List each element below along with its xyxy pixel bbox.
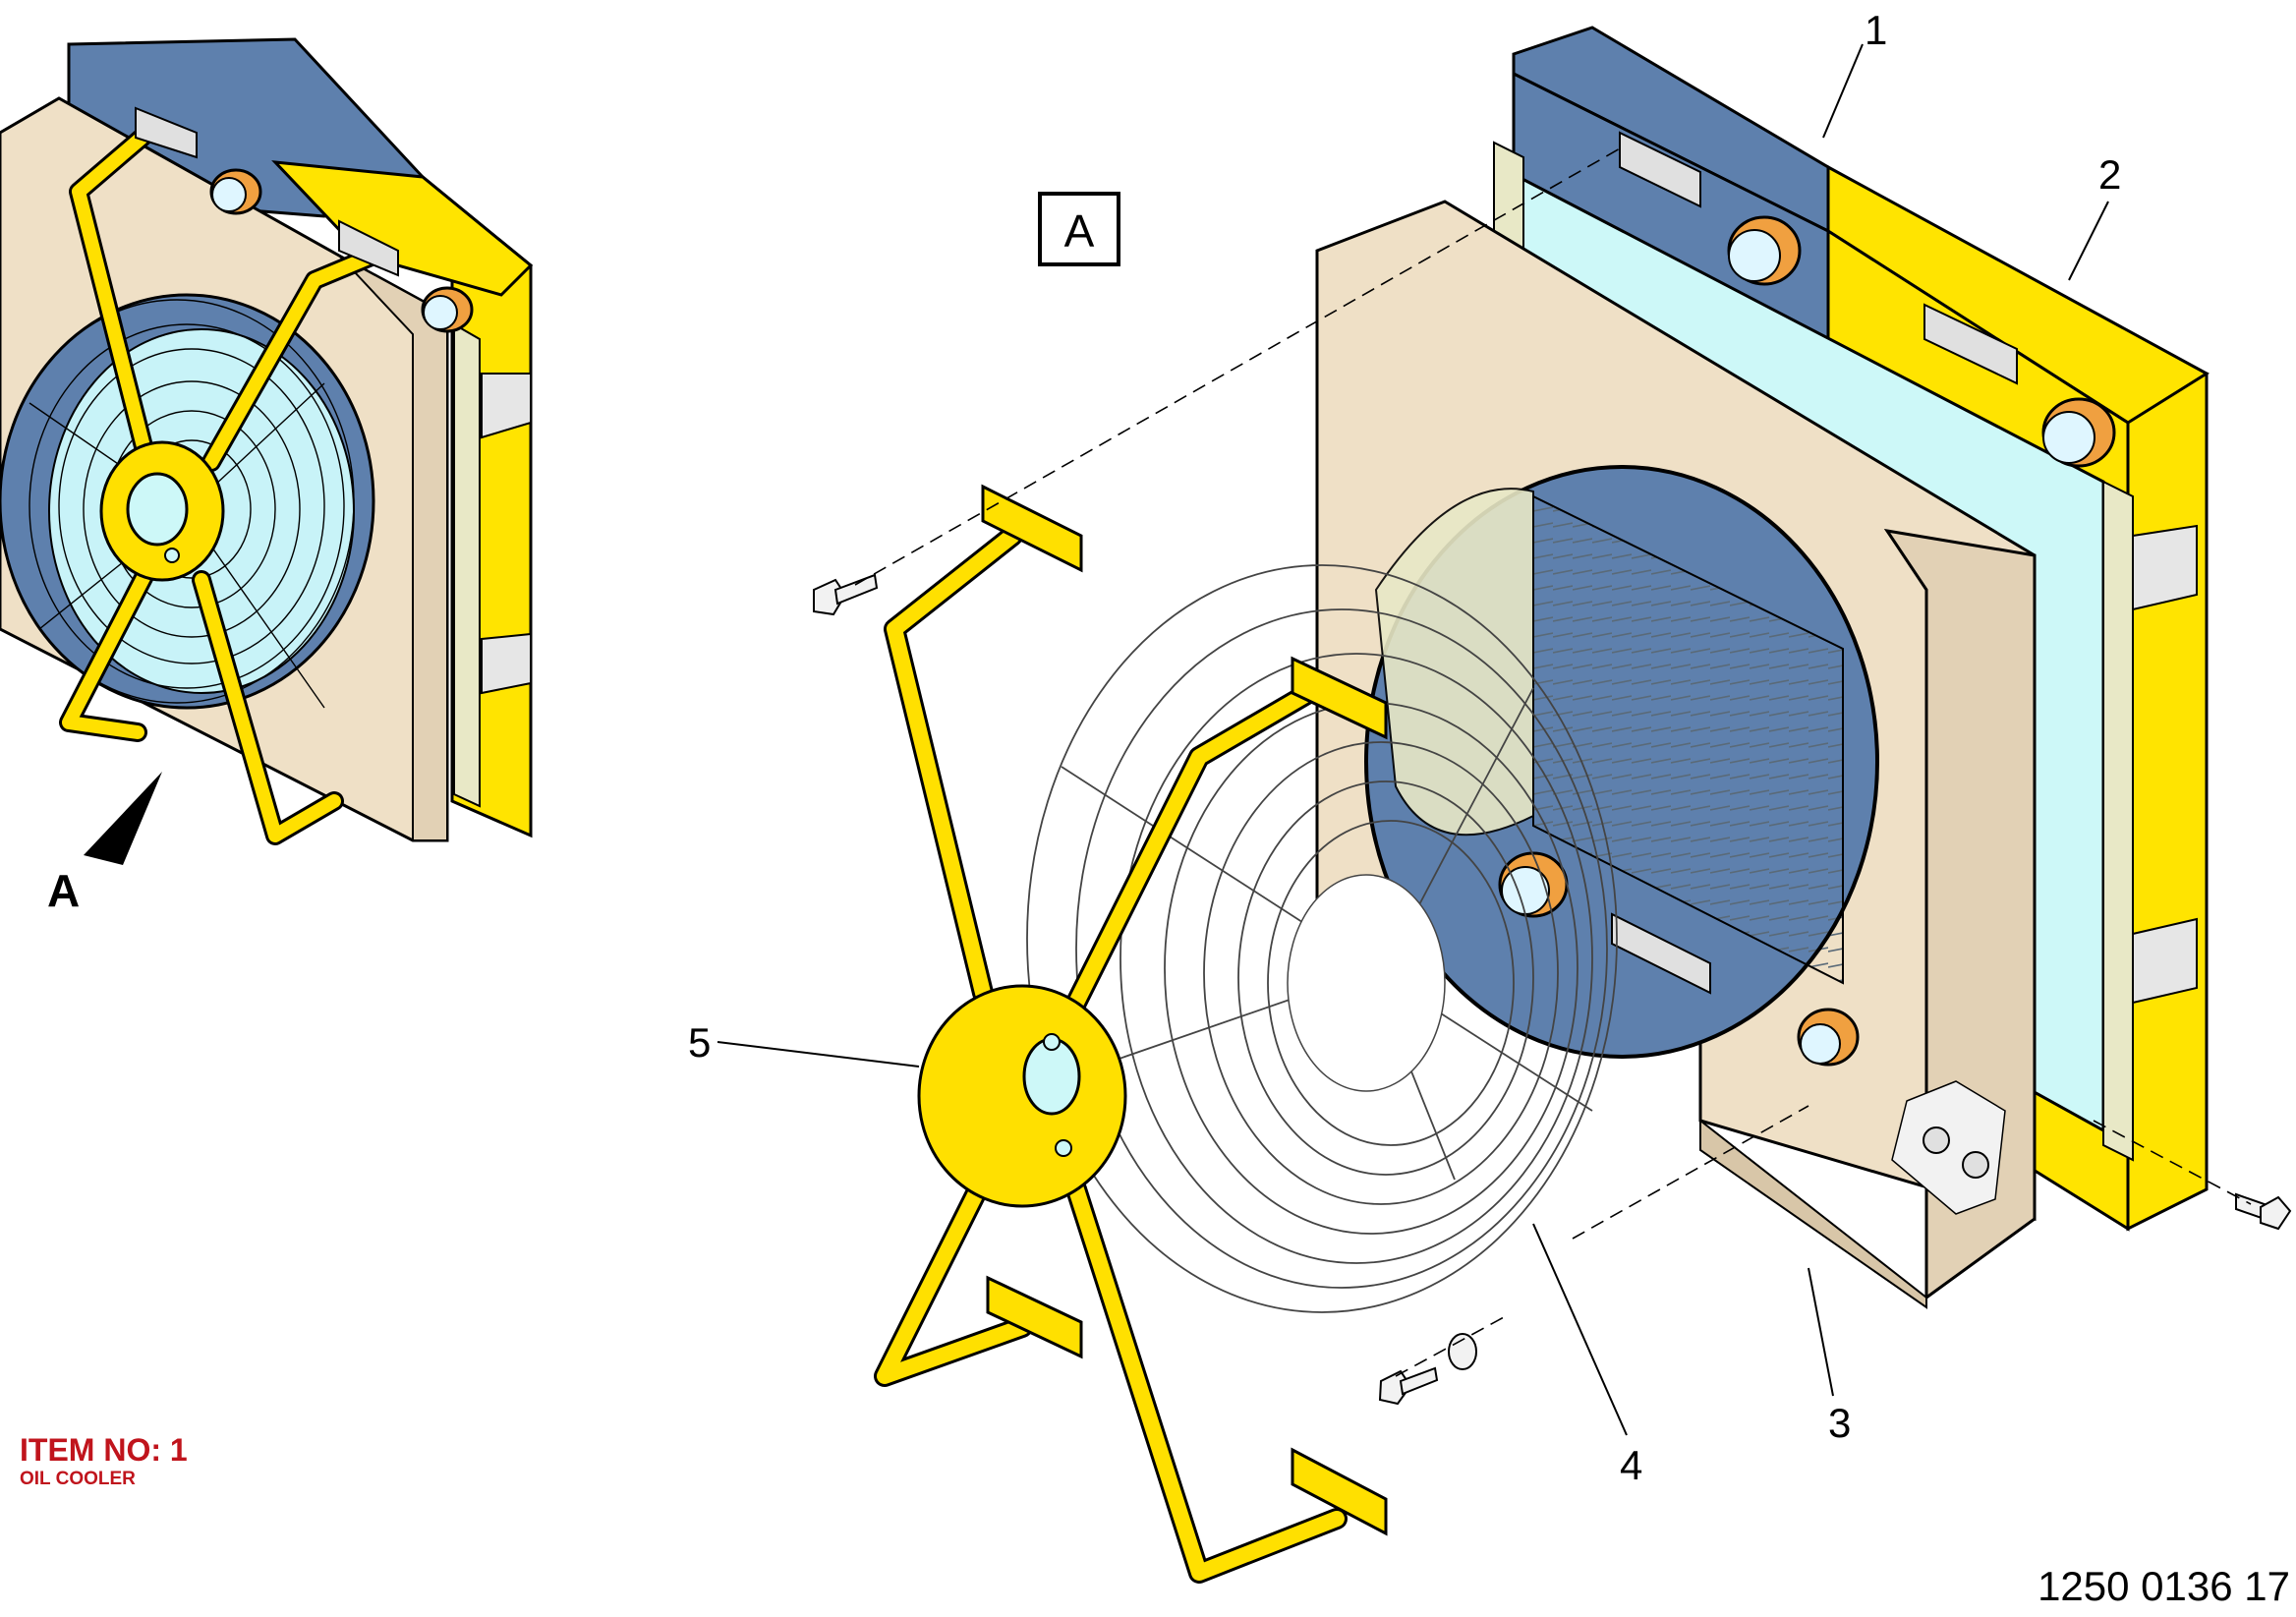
view-label-box [1038, 192, 1120, 266]
callout-4: 4 [1620, 1442, 1642, 1488]
callout-2: 2 [2098, 151, 2121, 198]
exploded-view [717, 26, 2292, 1584]
callout-3: 3 [1828, 1400, 1851, 1446]
callout-5: 5 [688, 1019, 711, 1066]
assembled-view [0, 37, 534, 845]
document-number: 1250 0136 17 [2038, 1563, 2290, 1609]
view-label: A [1064, 205, 1095, 257]
item-number-label: ITEM NO: 1 [20, 1432, 188, 1468]
view-arrow-icon [84, 772, 162, 865]
item-description: OIL COOLER [20, 1469, 136, 1489]
callout-1: 1 [1865, 7, 1887, 53]
view-arrow-label: A [47, 865, 80, 916]
